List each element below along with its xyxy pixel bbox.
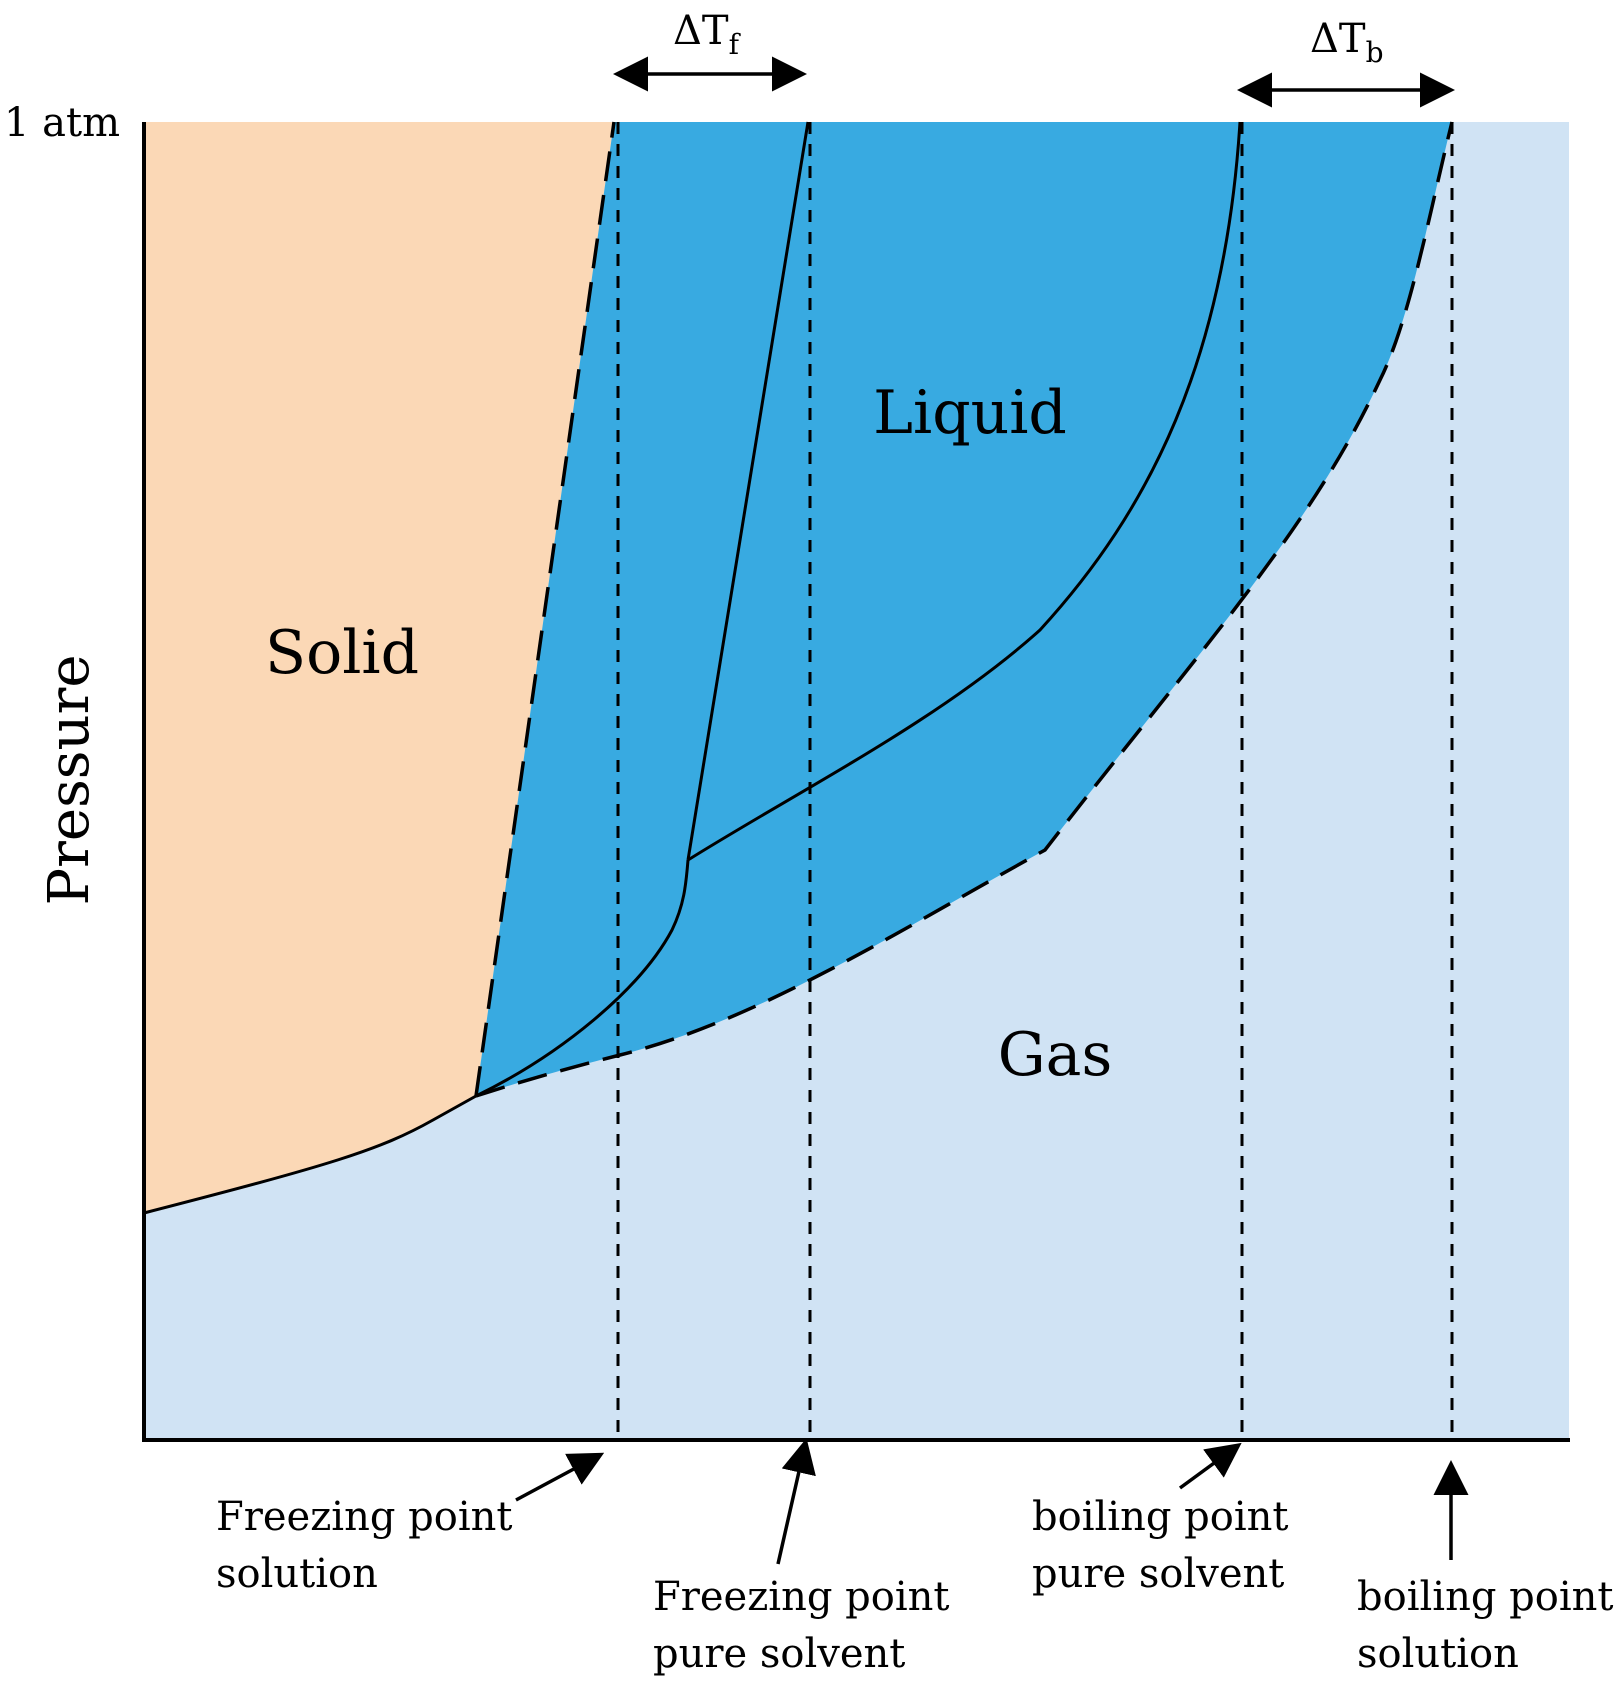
boiling-pure-arrow [1178, 1442, 1242, 1490]
delta-tf-label: ΔTf [673, 8, 742, 61]
delta-tb-label: ΔTb [1310, 16, 1384, 69]
boiling-solution-note: boiling point solution [1357, 1574, 1621, 1677]
delta-tf-subscript: f [729, 28, 742, 61]
delta-tb-subscript: b [1366, 36, 1384, 69]
freezing-solution-arrow [515, 1452, 605, 1502]
liquid-label: Liquid [873, 378, 1067, 448]
gas-label: Gas [998, 1020, 1113, 1090]
y-tick-1atm: 1 atm [4, 100, 120, 146]
boiling-pure-line2: pure solvent [1032, 1551, 1284, 1597]
liquid-region [476, 122, 1452, 1096]
boiling-solution-line2: solution [1357, 1631, 1519, 1677]
solution-vaporization-curve [475, 121, 1454, 1098]
delta-tf-symbol: ΔT [673, 8, 729, 54]
delta-tb-symbol: ΔT [1310, 16, 1366, 62]
freezing-pure-line1: Freezing point [653, 1574, 949, 1620]
freezing-solution-note: Freezing point solution [216, 1494, 525, 1597]
freezing-pure-line2: pure solvent [653, 1631, 905, 1677]
pure-sublimation-curve [475, 859, 690, 1098]
solid-label: Solid [265, 618, 419, 688]
sublimation-curve [143, 1094, 477, 1215]
freezing-solution-line1: Freezing point [216, 1494, 512, 1540]
y-axis-label: Pressure [37, 654, 102, 905]
boiling-pure-line1: boiling point [1032, 1494, 1288, 1540]
pure-melting-curve [686, 121, 810, 861]
boiling-pure-note: boiling point pure solvent [1032, 1494, 1301, 1597]
boiling-solution-line1: boiling point [1357, 1574, 1613, 1620]
freezing-pure-note: Freezing point pure solvent [653, 1574, 962, 1677]
freezing-solution-line2: solution [216, 1551, 378, 1597]
solution-melting-curve [474, 121, 616, 1097]
freezing-pure-arrow [776, 1438, 816, 1565]
